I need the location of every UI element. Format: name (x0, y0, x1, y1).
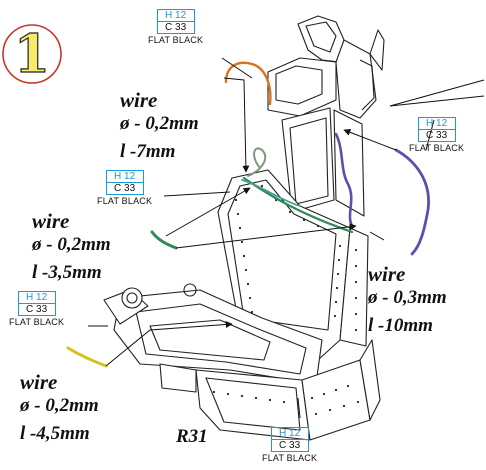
paint-callout-mid-left: H 12 C 33 FLAT BLACK (97, 170, 152, 206)
wire-word: wire (32, 209, 70, 233)
orange-wire-piece (224, 61, 272, 106)
wire-word: wire (20, 370, 58, 394)
paint-primary-code: H 12 (17, 291, 56, 304)
wire-spec-7mm: wire ø - 0,2mm l -7mm (120, 88, 199, 162)
paint-code-box: H 12 C 33 (270, 427, 309, 452)
step-number: 1 (14, 24, 50, 85)
paint-secondary-code: C 33 (156, 22, 195, 34)
installed-wires (241, 132, 354, 234)
paint-secondary-code: C 33 (417, 130, 456, 142)
paint-primary-code: H 12 (270, 427, 309, 440)
loose-wires (66, 61, 430, 368)
paint-code-box: H 12 C 33 (17, 291, 56, 316)
paint-primary-code: H 12 (417, 117, 456, 130)
paint-primary-code: H 12 (105, 170, 144, 183)
paint-callout-right: H 12 C 33 FLAT BLACK (409, 117, 464, 153)
wire-diameter: ø - 0,2mm (32, 234, 111, 255)
paint-code-box: H 12 C 33 (156, 9, 195, 34)
wire-spec-3-5mm: wire ø - 0,2mm l -3,5mm (32, 209, 111, 283)
ejection-seat-drawing (103, 15, 385, 441)
paint-name: FLAT BLACK (262, 453, 318, 463)
paint-callout-left: H 12 C 33 FLAT BLACK (9, 291, 64, 327)
paint-code-box: H 12 C 33 (417, 117, 456, 142)
paint-code-box: H 12 C 33 (105, 170, 144, 195)
wire-spec-10mm: wire ø - 0,3mm l -10mm (368, 262, 447, 336)
purple-wire-piece (394, 148, 430, 256)
green-wire-piece (150, 230, 178, 250)
part-number-label: R31 (176, 426, 208, 447)
wire-word: wire (368, 262, 406, 286)
paint-secondary-code: C 33 (105, 183, 144, 195)
wire-length: l -7mm (120, 141, 176, 162)
installed-wire-teal (241, 179, 301, 207)
paint-name: FLAT BLACK (148, 35, 204, 45)
rivet-rows (212, 184, 360, 416)
wire-length: l -3,5mm (32, 262, 102, 283)
wire-diameter: ø - 0,3mm (368, 287, 447, 308)
wire-length: l -10mm (368, 315, 433, 336)
wire-diameter: ø - 0,2mm (20, 395, 99, 416)
paint-secondary-code: C 33 (17, 304, 56, 316)
wire-spec-4-5mm: wire ø - 0,2mm l -4,5mm (20, 370, 99, 444)
installed-wire-blue (334, 132, 354, 228)
wire-diameter: ø - 0,2mm (120, 113, 199, 134)
paint-secondary-code: C 33 (270, 440, 309, 452)
leader-lines (88, 57, 485, 419)
paint-callout-bottom: H 12 C 33 FLAT BLACK (262, 427, 317, 463)
installed-wire-grey-green (247, 147, 267, 177)
step-number-badge: 1 (2, 23, 62, 86)
paint-name: FLAT BLACK (409, 143, 465, 153)
paint-name: FLAT BLACK (9, 317, 65, 327)
yellow-wire-piece (66, 346, 108, 368)
paint-primary-code: H 12 (156, 9, 195, 22)
wire-word: wire (120, 88, 158, 112)
wire-length: l -4,5mm (20, 423, 90, 444)
paint-name: FLAT BLACK (97, 196, 153, 206)
paint-callout-top: H 12 C 33 FLAT BLACK (148, 9, 203, 45)
